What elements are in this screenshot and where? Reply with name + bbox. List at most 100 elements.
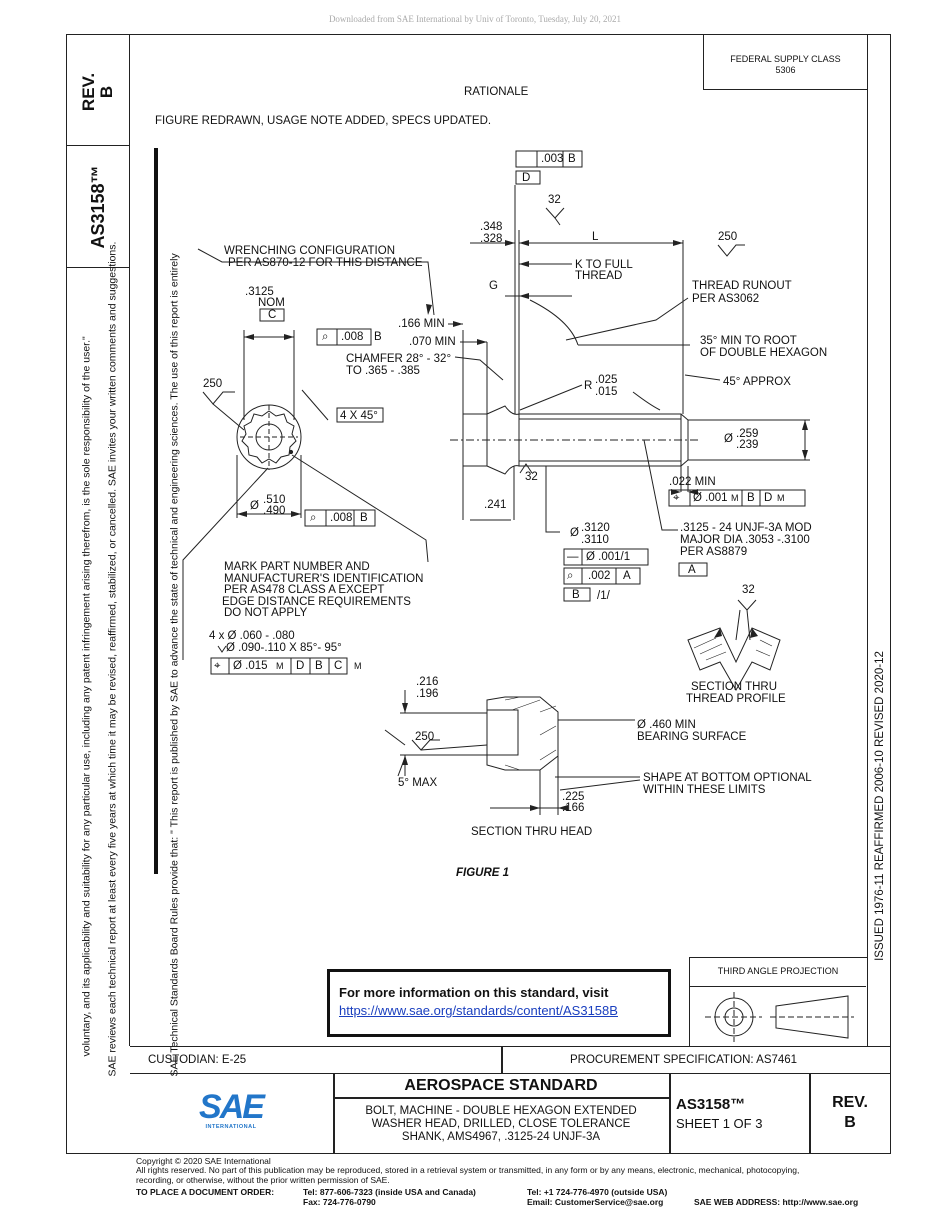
pos-mod2-1: M <box>777 493 785 503</box>
tb-sheet: SHEET 1 OF 3 <box>676 1116 763 1131</box>
wrench-note-2: PER AS870-12 FOR THIS DISTANCE <box>228 257 423 269</box>
info-link[interactable]: https://www.sae.org/standards/content/AS… <box>339 1003 618 1018</box>
section-thread-2: THREAD PROFILE <box>686 693 786 705</box>
shank-len-bot: .328 <box>480 233 503 245</box>
shape-1: SHAPE AT BOTTOM OPTIONAL <box>643 772 812 784</box>
dia-490: .490 <box>263 505 286 517</box>
double-hex-profile <box>241 410 297 464</box>
info-text: For more information on this standard, v… <box>339 985 609 1000</box>
height-166: .166 <box>562 802 585 814</box>
fsc-label: FEDERAL SUPPLY CLASS <box>730 54 841 64</box>
runout-1: THREAD RUNOUT <box>692 280 792 292</box>
footer-tel-2: Tel: +1 724-776-4970 (outside USA) <box>527 1187 668 1197</box>
pos-mod-2: M <box>276 661 284 671</box>
finish-32-thread: 32 <box>742 584 755 596</box>
perp-tol: .003 <box>541 153 564 165</box>
finish-32-top: 32 <box>548 194 561 206</box>
rationale-text: FIGURE REDRAWN, USAGE NOTE ADDED, SPECS … <box>155 115 492 127</box>
rev-box: REV. B <box>66 34 130 146</box>
r-label: R <box>584 380 593 392</box>
figure-caption: FIGURE 1 <box>456 867 510 879</box>
mark-1: MARK PART NUMBER AND <box>224 561 370 573</box>
title-line-1: BOLT, MACHINE - DOUBLE HEXAGON EXTENDED <box>365 1105 637 1117</box>
runout-datum-2: B <box>360 512 368 524</box>
download-header: Downloaded from SAE International by Uni… <box>328 14 622 24</box>
mark-5: DO NOT APPLY <box>224 607 308 619</box>
pos-mod2-2: M <box>354 661 362 671</box>
chamfer-1: CHAMFER 28° - 32° <box>346 353 452 365</box>
pos-d3-2: C <box>334 660 343 672</box>
footer-fax: Fax: 724-776-0790 <box>303 1197 376 1207</box>
height-225: .225 <box>562 791 585 803</box>
sheet-frame <box>66 34 891 1154</box>
nom-bot: NOM <box>258 297 285 309</box>
holes-2: Ø .090-.110 X 85°- 95° <box>226 642 342 654</box>
thread-3: PER AS8879 <box>680 546 748 558</box>
datum-b: B <box>572 589 580 601</box>
runout-tol-2: .008 <box>330 512 353 524</box>
section-thread-1: SECTION THRU <box>691 681 778 693</box>
height-196: .196 <box>416 688 439 700</box>
finish-250-left: 250 <box>203 378 223 390</box>
footer-rights-1: All rights reserved. No part of this pub… <box>136 1165 800 1175</box>
dia-259: .259 <box>736 428 759 440</box>
left-column <box>66 34 130 1046</box>
runout-tol-1: .008 <box>341 331 364 343</box>
footer-tel-1: Tel: 877-606-7323 (inside USA and Canada… <box>303 1187 476 1197</box>
runout-sym-1: ⌕ <box>322 331 329 343</box>
bearing-1: Ø .460 MIN <box>637 719 696 731</box>
bearing-2: BEARING SURFACE <box>637 731 747 743</box>
dim-l: L <box>592 231 599 243</box>
dia-symbol-259: Ø <box>724 433 733 445</box>
tb-doc-number: AS3158™ <box>676 1096 746 1113</box>
runout-datum-1: B <box>374 331 382 343</box>
datum-b-tail: /1/ <box>597 590 610 602</box>
min-070: .070 MIN <box>409 336 456 348</box>
pos-tol-1: Ø .001 <box>693 492 728 504</box>
width-241: .241 <box>484 499 507 511</box>
mark-3: PER AS478 CLASS A EXCEPT <box>224 584 385 596</box>
r-bot: .015 <box>595 386 618 398</box>
third-angle-box: THIRD ANGLE PROJECTION <box>689 957 867 1046</box>
straight-sym: — <box>567 551 579 563</box>
tb-rev-value: B <box>844 1114 856 1131</box>
shape-2: WITHIN THESE LIMITS <box>643 784 766 796</box>
min-022: .022 MIN <box>669 476 716 488</box>
runout-sym-3: ⌕ <box>567 570 574 582</box>
k-full-1: K TO FULL <box>575 259 633 271</box>
footer-rights-2: recording, or otherwise, without the pri… <box>136 1175 390 1185</box>
pos-sym-1: ⌖ <box>673 492 680 504</box>
runout-2: PER AS3062 <box>692 293 760 305</box>
title-line-3: SHANK, AMS4967, .3125-24 UNJF-3A <box>401 1131 601 1143</box>
root-2: OF DOUBLE HEXAGON <box>700 347 828 359</box>
datum-c-box <box>259 308 285 322</box>
mark-2: MANUFACTURER'S IDENTIFICATION <box>224 573 424 585</box>
sae-logo-text: SAE <box>199 1088 265 1126</box>
finish-250-head: 250 <box>415 731 435 743</box>
pos-d2-1: D <box>764 492 773 504</box>
min-166: .166 MIN <box>398 318 445 330</box>
thread-2: MAJOR DIA .3053 -.3100 <box>680 534 810 546</box>
approx-45: 45° APPROX <box>723 376 791 388</box>
datum-d: D <box>522 172 531 184</box>
straight-tol: Ø .001/1 <box>586 551 631 563</box>
dia-3120: .3120 <box>581 522 610 534</box>
pos-sym-2: ⌖ <box>214 660 221 672</box>
drill-hole-dot <box>288 449 294 455</box>
title-block-row1: CUSTODIAN: E-25 PROCUREMENT SPECIFICATIO… <box>130 1046 891 1074</box>
runout-datum-3: A <box>623 570 631 582</box>
tb-rev-label: REV. <box>832 1094 868 1111</box>
pos-d1-1: B <box>747 492 755 504</box>
pos-d2-2: B <box>315 660 323 672</box>
title-block-row2: AEROSPACE STANDARD BOLT, MACHINE - DOUBL… <box>130 1074 891 1154</box>
mark-4: EDGE DISTANCE REQUIREMENTS <box>222 596 411 608</box>
info-box: For more information on this standard, v… <box>327 969 671 1037</box>
nom-top: .3125 <box>245 286 274 298</box>
chamfer-2: TO .365 - .385 <box>346 365 420 377</box>
dia-symbol-3120: Ø <box>570 527 579 539</box>
r-top: .025 <box>595 374 618 386</box>
k-full-2: THREAD <box>575 270 623 282</box>
aerospace-standard: AEROSPACE STANDARD <box>404 1077 598 1094</box>
runout-tol-3: .002 <box>588 570 611 582</box>
